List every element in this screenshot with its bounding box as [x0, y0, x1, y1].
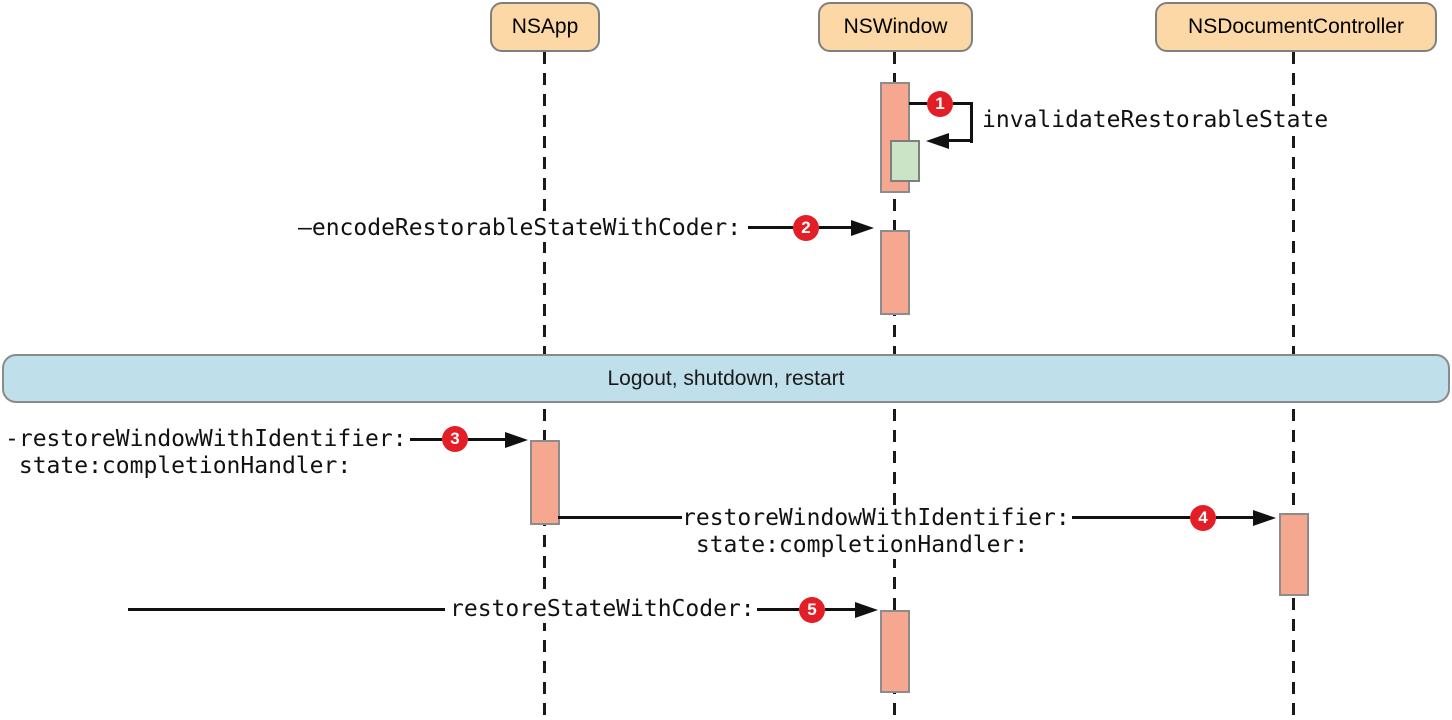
message-5-dash-line — [757, 608, 799, 611]
activation-bar-nswindow-encode — [880, 230, 910, 315]
message-1-badge-number: 1 — [935, 94, 945, 113]
message-5-arrow-line — [825, 608, 856, 611]
actor-nsdocumentcontroller: NSDocumentController — [1155, 2, 1437, 52]
message-2-arrow-line — [819, 226, 852, 229]
message-3-arrow-line — [468, 438, 506, 441]
message-1-badge: 1 — [927, 91, 953, 117]
message-4-badge-number: 4 — [1198, 508, 1208, 527]
message-4-label: restoreWindowWithIdentifier: state:compl… — [682, 505, 1070, 559]
phase-band-label: Logout, shutdown, restart — [607, 366, 845, 390]
message-5-badge: 5 — [799, 597, 825, 623]
actor-nsapp: NSApp — [490, 2, 600, 52]
nested-activation-bar-nswindow — [890, 140, 920, 182]
activation-bar-nsdocumentcontroller — [1279, 513, 1309, 596]
message-1-label: invalidateRestorableState — [982, 107, 1329, 134]
message-5-label: restoreStateWithCoder: — [450, 596, 755, 623]
phase-band: Logout, shutdown, restart — [2, 354, 1450, 403]
message-5-badge-number: 5 — [807, 600, 817, 619]
actor-nswindow: NSWindow — [818, 2, 973, 52]
message-1-arrowhead-icon — [926, 133, 949, 149]
actor-nsapp-label: NSApp — [511, 15, 579, 38]
message-3-arrowhead-icon — [505, 432, 528, 448]
message-4-arrowhead-icon — [1253, 510, 1276, 526]
message-5-arrowhead-icon — [855, 602, 878, 618]
message-3-label: -restoreWindowWithIdentifier: state:comp… — [5, 426, 407, 480]
message-2-dash-line — [748, 226, 793, 229]
message-2-badge-number: 2 — [801, 218, 811, 237]
actor-nsdocumentcontroller-label: NSDocumentController — [1188, 15, 1404, 38]
actor-nswindow-label: NSWindow — [843, 15, 948, 38]
message-4-dash-line — [1072, 516, 1190, 519]
message-2-label: —encodeRestorableStateWithCoder: — [298, 215, 742, 242]
activation-bar-nsapp — [530, 440, 560, 525]
activation-bar-nswindow-restore — [880, 610, 910, 693]
message-1-return-line — [946, 139, 973, 142]
message-1-stub-line — [909, 102, 927, 105]
message-3-dash-line — [410, 438, 442, 441]
message-4-exit-line — [558, 516, 682, 519]
message-3-badge: 3 — [442, 426, 468, 452]
message-4-badge: 4 — [1190, 505, 1216, 531]
message-1-down-line — [970, 102, 973, 143]
message-2-badge: 2 — [793, 215, 819, 241]
message-2-arrowhead-icon — [851, 220, 874, 236]
message-3-badge-number: 3 — [450, 429, 460, 448]
message-5-lead-line — [128, 608, 445, 611]
message-4-arrow-line — [1216, 516, 1254, 519]
message-1-out-line — [953, 102, 973, 105]
